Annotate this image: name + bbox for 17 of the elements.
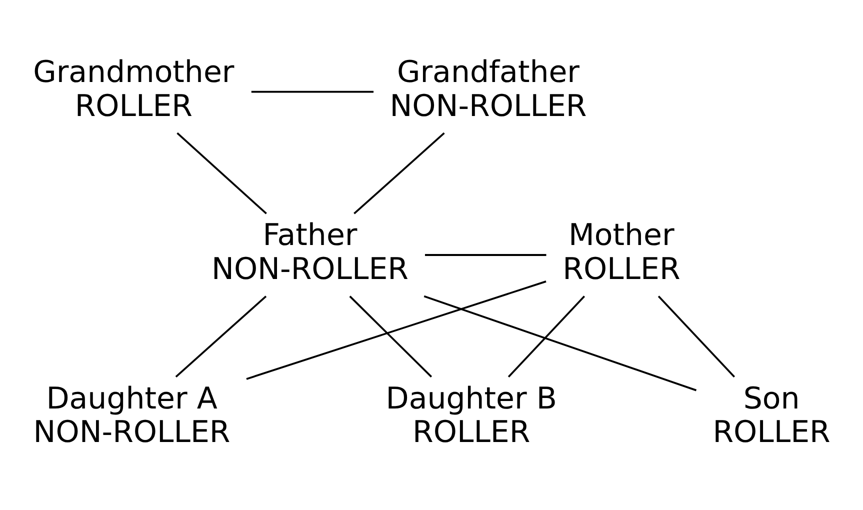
connector [349,296,432,378]
connector [175,296,267,378]
connector [425,254,546,256]
node-text: Mother ROLLER [562,218,680,288]
connector [354,132,445,214]
node-text: Daughter A NON-ROLLER [33,381,230,450]
connector [251,90,374,93]
node-text: Daughter B ROLLER [386,381,557,450]
connector [246,280,546,380]
connector [658,296,736,378]
node-text: Son ROLLER [712,381,830,450]
connector [176,132,267,214]
node-text: Grandmother ROLLER [33,55,234,124]
connector [508,296,586,378]
connector [424,295,697,392]
node-text: Father NON-ROLLER [212,218,409,288]
node-text: Grandfather NON-ROLLER [390,55,587,124]
